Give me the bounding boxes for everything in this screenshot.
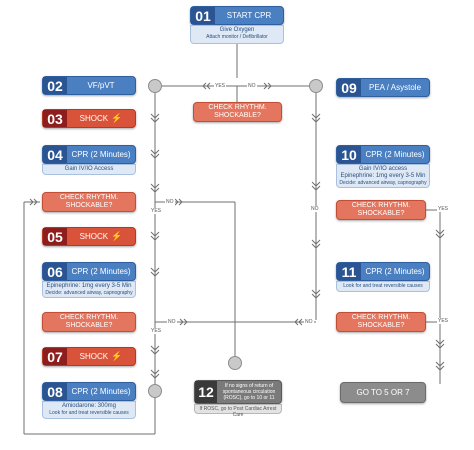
detail-line: Look for and treat reversible causes: [49, 410, 129, 416]
node-number: 09: [337, 79, 361, 96]
rosc-line: (ROSC), go to 10 or 11: [223, 395, 275, 401]
node-10-cpr: 10 CPR (2 Minutes): [336, 145, 430, 164]
check-rhythm-left-2: CHECK RHYTHM. SHOCKABLE?: [42, 312, 136, 332]
detail-line: Epinephrine: 1mg every 3-5 Min: [340, 173, 426, 179]
check-line: SHOCKABLE?: [357, 210, 405, 217]
check-line: CHECK RHYTHM.: [59, 314, 119, 321]
node-label: VF/pVT: [87, 81, 115, 90]
node-11-cpr: 11 CPR (2 Minutes): [336, 262, 430, 281]
rosc-line: If no signs of return of: [224, 383, 274, 389]
tag-yes-right-1: YES: [437, 206, 450, 212]
lightning-bolt-icon: ⚡: [111, 113, 123, 123]
node-03-shock: 03 SHOCK⚡: [42, 109, 136, 128]
rosc-line: spontaneous circulation: [222, 389, 276, 395]
node-09-pea-asystole: 09 PEA / Asystole: [336, 78, 430, 97]
node-07-shock: 07 SHOCK⚡: [42, 347, 136, 366]
junction-start-left: [148, 79, 162, 93]
detail-line: Gain IV/IO access: [358, 166, 408, 172]
node-01-details: Give Oxygen Attach monitor / Defibrillat…: [190, 25, 284, 44]
node-08-cpr: 08 CPR (2 Minutes): [42, 382, 136, 401]
detail-line: Decide: advanced airway, capnography: [45, 290, 133, 296]
check-rhythm-initial: CHECK RHYTHM. SHOCKABLE?: [193, 102, 282, 122]
node-11-details: Look for and treat reversible causes: [336, 281, 430, 292]
node-label: CPR (2 Minutes): [71, 150, 131, 159]
node-04-cpr: 04 CPR (2 Minutes): [42, 145, 136, 164]
detail-line: Decide: advanced airway, capnography: [339, 180, 427, 186]
tag-no-left-2: NO: [167, 319, 177, 325]
node-number: 03: [43, 110, 67, 127]
tag-yes-right-2: YES: [437, 318, 450, 324]
tag-no-left-1: NO: [165, 199, 175, 205]
node-08-details: Amiodarone: 300mg Look for and treat rev…: [42, 401, 136, 419]
shock-label: SHOCK: [79, 232, 109, 241]
detail-line: Attach monitor / Defibrillator: [206, 34, 268, 40]
node-number: 07: [43, 348, 67, 365]
node-number: 02: [43, 77, 67, 94]
node-label: CPR (2 Minutes): [71, 267, 131, 276]
check-rhythm-right-1: CHECK RHYTHM. SHOCKABLE?: [336, 200, 426, 220]
node-label: SHOCK⚡: [67, 113, 135, 124]
node-label: SHOCK⚡: [67, 351, 135, 362]
check-line: SHOCKABLE?: [65, 322, 113, 329]
junction-center: [228, 356, 242, 370]
node-12-rosc: 12 If no signs of return of spontaneous …: [194, 380, 282, 404]
node-06-details: Epinephrine: 1mg every 3-5 Min Decide: a…: [42, 281, 136, 298]
junction-start-right: [309, 79, 323, 93]
node-label: SHOCK⚡: [67, 231, 135, 242]
goto-label: GO TO 5 OR 7: [356, 388, 410, 397]
node-number: 01: [191, 7, 215, 24]
check-line: SHOCKABLE?: [214, 112, 261, 119]
check-rhythm-left-1: CHECK RHYTHM. SHOCKABLE?: [42, 192, 136, 212]
node-05-shock: 05 SHOCK⚡: [42, 227, 136, 246]
detail-line: Look for and treat reversible causes: [343, 283, 423, 289]
node-number: 04: [43, 146, 67, 163]
tag-yes-left-2: YES: [150, 328, 163, 334]
node-label: START CPR: [226, 11, 272, 20]
node-label: PEA / Asystole: [368, 83, 422, 92]
node-number: 12: [195, 381, 217, 403]
detail-line: Amiodarone: 300mg: [61, 403, 117, 409]
node-number: 11: [337, 263, 361, 280]
junction-loop: [148, 384, 162, 398]
node-number: 05: [43, 228, 67, 245]
check-line: CHECK RHYTHM.: [351, 202, 411, 209]
goto-5-or-7: GO TO 5 OR 7: [340, 382, 426, 403]
tag-no-right-1: NO: [310, 206, 320, 212]
node-12-text: If no signs of return of spontaneous cir…: [217, 383, 281, 401]
node-01-start-cpr: 01 START CPR: [190, 6, 284, 25]
tag-no-start: NO: [247, 83, 257, 89]
node-10-details: Gain IV/IO access Epinephrine: 1mg every…: [336, 164, 430, 188]
node-label: CPR (2 Minutes): [365, 150, 425, 159]
node-04-details: Gain IV/IO Access: [42, 164, 136, 175]
detail-line: If ROSC, go to Post Cardiac Arrest Care: [199, 406, 277, 418]
node-number: 08: [43, 383, 67, 400]
detail-line: Give Oxygen: [219, 27, 255, 33]
shock-label: SHOCK: [79, 114, 109, 123]
check-line: SHOCKABLE?: [65, 202, 113, 209]
tag-no-right-2: NO: [304, 319, 314, 325]
shock-label: SHOCK: [79, 352, 109, 361]
lightning-bolt-icon: ⚡: [111, 351, 123, 361]
check-line: CHECK RHYTHM.: [208, 104, 267, 111]
check-line: CHECK RHYTHM.: [351, 314, 411, 321]
detail-line: Gain IV/IO Access: [64, 166, 114, 172]
node-02-vf-pvt: 02 VF/pVT: [42, 76, 136, 95]
tag-yes-start: YES: [214, 83, 227, 89]
node-06-cpr: 06 CPR (2 Minutes): [42, 262, 136, 281]
check-line: SHOCKABLE?: [357, 322, 405, 329]
node-label: CPR (2 Minutes): [365, 267, 425, 276]
lightning-bolt-icon: ⚡: [111, 231, 123, 241]
check-rhythm-right-2: CHECK RHYTHM. SHOCKABLE?: [336, 312, 426, 332]
tag-yes-left-1: YES: [150, 208, 163, 214]
node-number: 10: [337, 146, 361, 163]
node-label: CPR (2 Minutes): [71, 387, 131, 396]
node-number: 06: [43, 263, 67, 280]
check-line: CHECK RHYTHM.: [59, 194, 119, 201]
node-12-details: If ROSC, go to Post Cardiac Arrest Care: [194, 404, 282, 418]
detail-line: Epinephrine: 1mg every 3-5 Min: [46, 283, 132, 289]
